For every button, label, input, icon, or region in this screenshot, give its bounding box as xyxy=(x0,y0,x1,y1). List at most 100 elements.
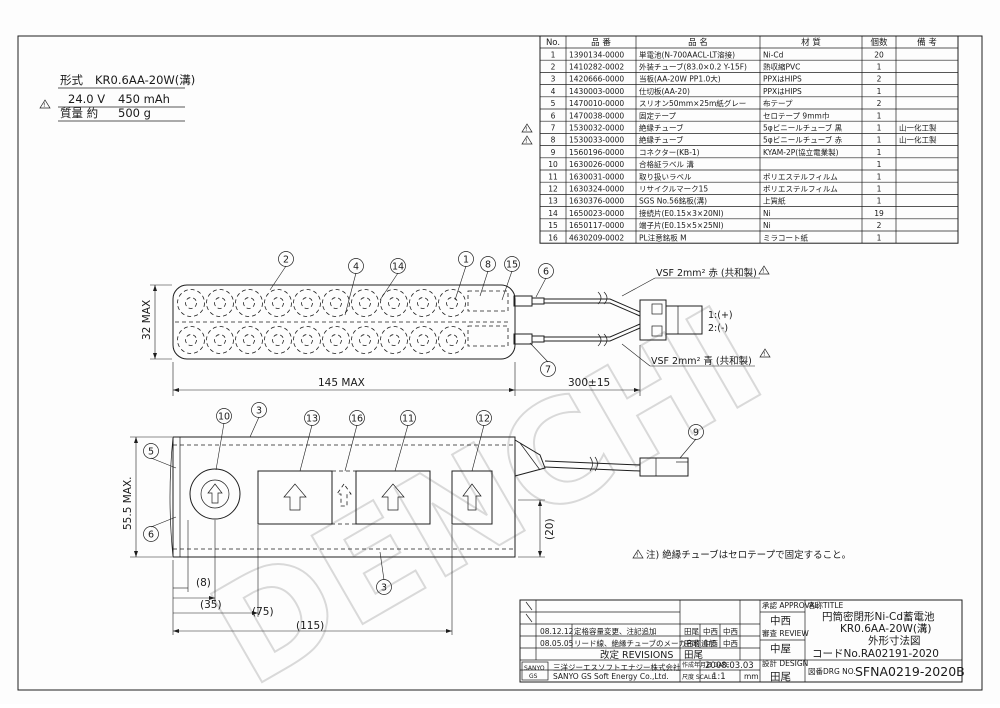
parts-table-header: 品 名 xyxy=(688,37,708,48)
warning-triangle-icon: ! xyxy=(632,549,644,559)
cell-terminal xyxy=(243,297,255,309)
parts-table-cell: 布テープ xyxy=(763,98,793,108)
rev-date-1: 08.12.12 xyxy=(540,627,574,636)
svg-text:!: ! xyxy=(636,552,638,559)
warning-triangle-icon: ! xyxy=(39,99,51,109)
cell-outline xyxy=(293,326,321,354)
parts-table-cell: 19 xyxy=(874,209,884,218)
parts-table-cell: 4 xyxy=(551,87,556,96)
parts-table-cell: 1 xyxy=(877,185,882,194)
cell-terminal xyxy=(446,297,458,309)
parts-table-cell: 1430003-0000 xyxy=(569,87,624,96)
parts-table-cell: 1 xyxy=(877,148,882,157)
parts-table-cell: 11 xyxy=(548,172,558,181)
parts-table-cell: スリオン50mm×25m紙グレー xyxy=(639,98,746,108)
dim-height-side: 55.5 MAX. xyxy=(122,477,134,531)
parts-table-cell: 1 xyxy=(877,172,882,181)
design-label: 設計 DESIGN xyxy=(762,658,808,668)
callout-balloon xyxy=(143,443,159,459)
callout-balloon xyxy=(476,410,492,426)
side-view: 55.5 MAX. (20) (8) (35) (75) (115) xyxy=(122,436,689,635)
callout-balloon xyxy=(349,410,365,426)
review-label: 審査 REVIEW xyxy=(762,628,809,638)
parts-table-cell: 当板(AA-20W PP1.0大) xyxy=(639,74,721,84)
parts-table-cell: 1 xyxy=(877,124,882,133)
revisions-label: 改定 REVISIONS xyxy=(600,649,673,661)
parts-table-cell: 5φビニールチューブ 黒 xyxy=(763,123,843,133)
parts-table-header: 個数 xyxy=(870,37,888,48)
cell-outline xyxy=(177,289,205,317)
cell-outline xyxy=(206,326,234,354)
warning-triangle-icon: ! xyxy=(759,348,771,358)
parts-table-cell: 仕切板(AA-20) xyxy=(639,86,690,96)
svg-text:!: ! xyxy=(525,138,527,145)
callout-number: 7 xyxy=(545,365,551,376)
parts-table-cell: 5 xyxy=(551,99,556,108)
callout-balloon xyxy=(216,408,232,424)
parts-table-cell: 1 xyxy=(877,111,882,120)
company-logo: SANYO GS xyxy=(521,661,549,681)
parts-table-cell: Ni xyxy=(763,209,771,218)
spec-capacity: 450 mAh xyxy=(118,92,170,106)
drawing-no-label: 図番DRG NO. xyxy=(808,666,856,676)
parts-table-cell: 絶縁チューブ xyxy=(639,123,684,133)
cell-terminal xyxy=(243,334,255,346)
parts-table-cell: ミラコート紙 xyxy=(763,232,808,242)
parts-table-cell: PPXはHIPS xyxy=(763,87,802,96)
cell-terminal xyxy=(272,297,284,309)
parts-table-cell: 7 xyxy=(551,124,556,133)
callout-balloon xyxy=(390,258,406,274)
cell-terminal xyxy=(330,297,342,309)
arrow-up-icon xyxy=(381,483,405,511)
parts-table-cell: 1 xyxy=(877,197,882,206)
callout-number: 3 xyxy=(256,406,262,417)
parts-table-cell: セロテープ 9mm巾 xyxy=(763,110,829,120)
warning-triangle-icon: ! xyxy=(521,135,533,145)
parts-table-cell: 1 xyxy=(877,160,882,169)
parts-table-cell: 端子片(E0.15×5×25NI) xyxy=(639,220,724,230)
cell-outline xyxy=(409,326,437,354)
date-value: 2008.03.03 xyxy=(705,661,754,671)
callout-balloon xyxy=(480,256,496,272)
parts-table-cell: 20 xyxy=(874,50,884,59)
cell-array-top xyxy=(177,289,466,354)
parts-table-cell: リサイクルマーク15 xyxy=(639,185,708,194)
warning-triangle-icon: ! xyxy=(758,265,770,275)
cell-outline xyxy=(409,289,437,317)
parts-table-cell: KYAM-2P(協立電業製) xyxy=(763,147,839,157)
parts-table-cell: 1530033-0000 xyxy=(569,136,624,145)
connector-top xyxy=(639,299,703,341)
parts-table-cell: 1 xyxy=(877,136,882,145)
parts-table-cell: 1420666-0000 xyxy=(569,75,624,84)
cell-outline xyxy=(351,326,379,354)
cell-terminal xyxy=(301,334,313,346)
parts-table-cell: 8 xyxy=(551,136,556,145)
callout-balloon xyxy=(376,579,392,595)
cell-outline xyxy=(264,289,292,317)
parts-table-cell: 2 xyxy=(877,75,882,84)
rev-ck1-1: 中西 xyxy=(703,626,718,636)
spec-mass: 500 g xyxy=(118,106,151,120)
arrow-up-icon xyxy=(200,479,230,509)
scale-value: 1:1 xyxy=(712,672,726,682)
cell-terminal xyxy=(388,297,400,309)
parts-table-header: 材 質 xyxy=(801,37,821,48)
cell-terminal xyxy=(301,297,313,309)
cell-outline xyxy=(177,326,205,354)
cell-outline xyxy=(438,326,466,354)
parts-table-cell: 1 xyxy=(877,63,882,72)
cell-terminal xyxy=(185,297,197,309)
parts-table-cell: 1 xyxy=(877,233,882,242)
callout-number: 1 xyxy=(463,255,469,266)
rev-text-2: リード線、絶縁チューブのメーカ名称追加 xyxy=(574,638,716,648)
revisions-person: 田尾 xyxy=(684,650,703,661)
callout-balloon xyxy=(143,526,159,542)
parts-table-cell: 1630376-0000 xyxy=(569,197,624,206)
parts-table-cell: Ni-Cd xyxy=(763,50,784,59)
parts-table-header: 品 番 xyxy=(591,37,611,48)
scale-unit: mm xyxy=(744,672,759,681)
cell-outline xyxy=(293,289,321,317)
